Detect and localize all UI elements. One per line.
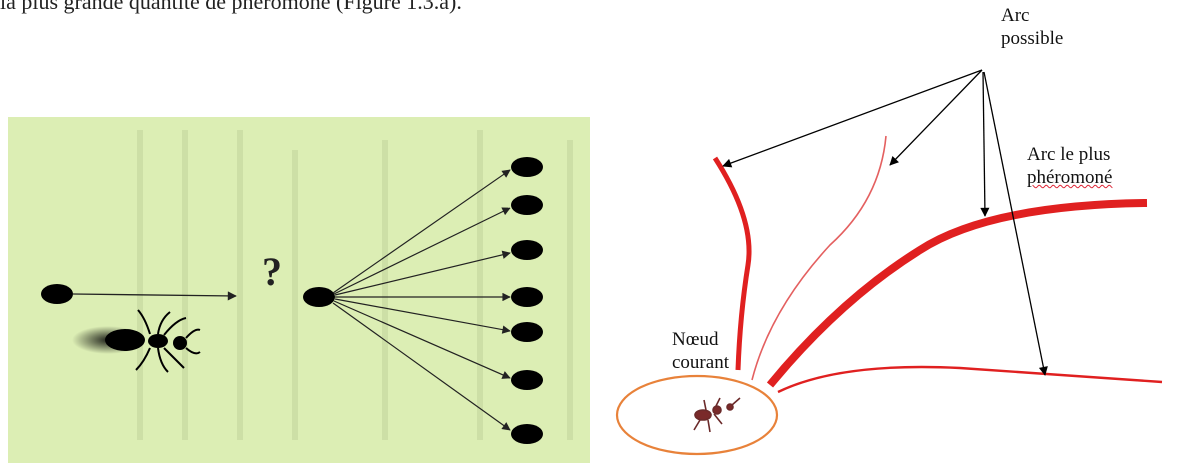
ant-small-icon: [693, 397, 741, 433]
label-arc-best-line1: Arc le plus: [1027, 144, 1111, 165]
arrow-to-thin-arc: [889, 69, 983, 166]
edge-to-target-1: [332, 169, 511, 294]
ant-icon: [72, 309, 201, 373]
label-arc-best-line2: phéromoné: [1027, 166, 1113, 188]
arrow-to-best-arc: [980, 71, 990, 217]
label-node-line2: courant: [672, 351, 729, 373]
target-node: [511, 195, 543, 215]
label-arc-most-pheromone: Arc le plus phéromoné: [1027, 144, 1112, 190]
label-arc-possible: Arc possible: [1001, 5, 1063, 51]
arrow-to-left-arc: [722, 69, 983, 168]
arc-possible-thin: [751, 135, 887, 381]
target-node: [511, 370, 543, 390]
arc-most-pheromone: [766, 199, 1148, 388]
background-streaks: [137, 130, 573, 440]
target-node: [511, 240, 543, 260]
start-node: [41, 284, 73, 304]
edge-to-target-6: [333, 300, 511, 379]
edge-to-target-7: [332, 302, 511, 431]
arc-possible-left: [712, 156, 752, 371]
target-node: [511, 287, 543, 307]
label-node-line1: Nœud: [672, 329, 719, 350]
target-node: [511, 322, 543, 342]
question-mark: ?: [262, 249, 282, 294]
arc-possible-bottom: [777, 365, 1163, 394]
current-node: [615, 374, 779, 456]
target-node: [511, 424, 543, 444]
label-arc-possible-line2: possible: [1001, 27, 1064, 49]
edge-to-target-2: [333, 207, 511, 295]
edge-start-to-decision: [72, 291, 237, 301]
left-diagram-panel: [8, 117, 590, 463]
label-current-node: Nœud courant: [672, 329, 729, 375]
arrow-to-bottom-arc: [983, 71, 1048, 376]
top-text-line: la plus grande quantité de phéromone (Fi…: [0, 0, 462, 14]
edge-to-target-3: [334, 250, 511, 296]
label-arc-possible-line1: Arc: [1001, 5, 1030, 26]
decision-node: [303, 287, 335, 307]
target-node: [511, 157, 543, 177]
edge-to-target-5: [334, 298, 511, 334]
